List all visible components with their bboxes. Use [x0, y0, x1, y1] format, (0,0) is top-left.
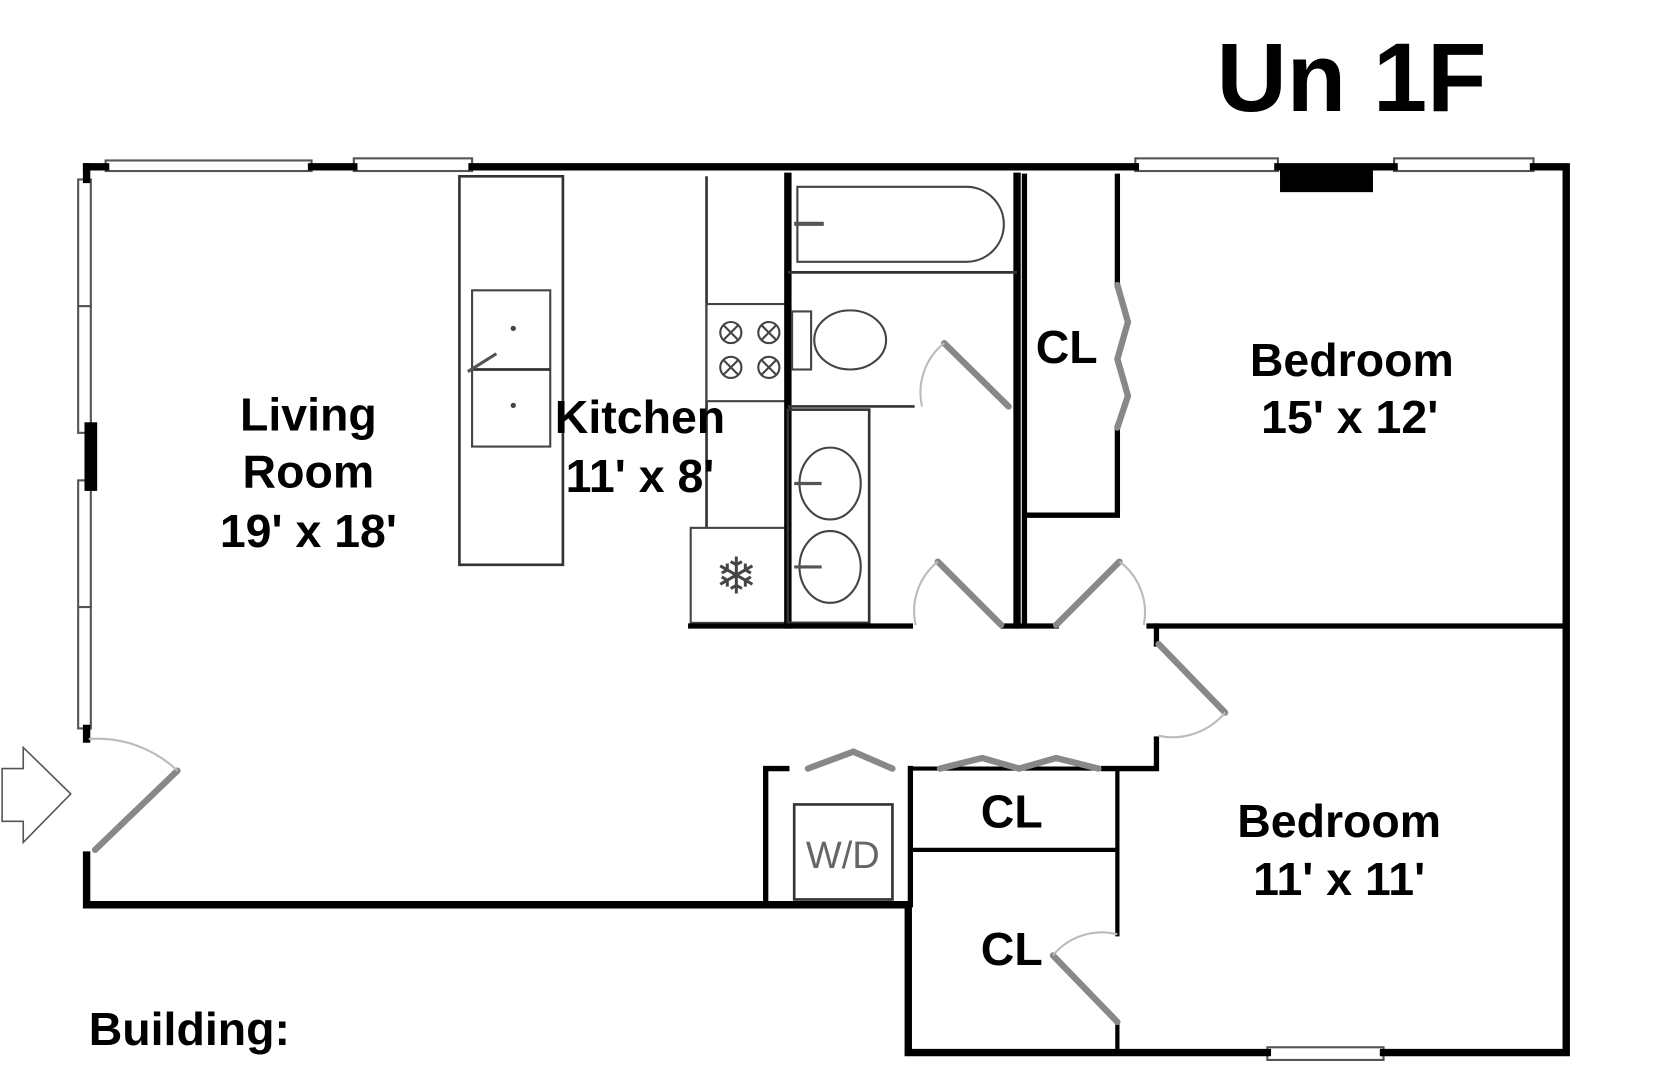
snowflake-icon: ❄: [715, 546, 757, 605]
entry-arrow-icon: [1, 745, 72, 845]
kitchen-fixtures: ❄: [458, 174, 787, 624]
interior-doors[interactable]: [804, 281, 1229, 1026]
bathroom: [784, 172, 1021, 629]
living-room-name-2: Room: [243, 446, 375, 498]
bedroom1-name: Bedroom: [1250, 334, 1454, 386]
washer-dryer-label: W/D: [806, 835, 880, 877]
washer-dryer: [792, 803, 894, 901]
exterior-walls: [82, 163, 1570, 1057]
building-label: Building:: [89, 1003, 290, 1055]
range-icon: [705, 302, 787, 403]
kitchen-name: Kitchen: [555, 391, 725, 443]
closet-lower-label: CL: [981, 923, 1043, 975]
bedroom1-size: 15' x 12': [1261, 391, 1438, 443]
kitchen-size: 11' x 8': [566, 450, 715, 502]
unit-title: Un 1F: [1217, 23, 1487, 132]
refrigerator-icon: [689, 526, 787, 624]
living-room-size: 19' x 18': [220, 505, 397, 557]
closet-upper-label: CL: [1036, 321, 1098, 373]
entry-door[interactable]: [91, 767, 181, 854]
bedroom2-size: 11' x 11': [1253, 853, 1425, 905]
closet-middle-label: CL: [981, 786, 1043, 838]
windows: [77, 157, 1535, 1061]
interior-walls: [688, 173, 1569, 1055]
living-room-name-1: Living: [240, 389, 377, 441]
bedroom2-name: Bedroom: [1237, 795, 1441, 847]
